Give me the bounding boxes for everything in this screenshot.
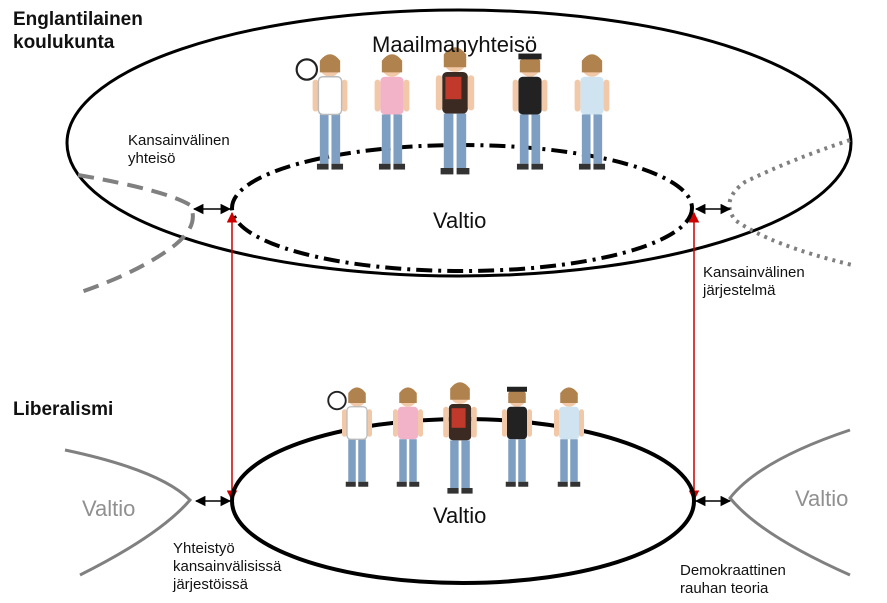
state-label-top: Valtio: [433, 208, 487, 233]
liberalism-title: Liberalismi: [13, 399, 114, 420]
girl-with-ball-photo: [327, 387, 372, 487]
girl-in-skirt-photo: [554, 387, 584, 487]
international-system-dotted-curve: [727, 138, 853, 267]
english-school-title: Englantilainen koulukunta: [13, 9, 143, 53]
girl-in-pink-photo: [374, 54, 410, 170]
girl-in-black-cap-photo: [512, 53, 548, 170]
state-label-left: Valtio: [82, 496, 136, 521]
international-system-label: Kansainvälinen järjestelmä: [703, 264, 805, 299]
girl-in-black-cap-photo: [502, 386, 532, 487]
girl-with-books-photo: [443, 382, 477, 494]
cooperation-label: Yhteistyö kansainvälisissä järjestöissä: [173, 540, 282, 593]
state-label-right: Valtio: [795, 486, 849, 511]
state-label-bottom: Valtio: [433, 503, 487, 528]
left-state-grey-curve: [64, 448, 193, 577]
world-society-ellipse: [65, 8, 853, 278]
girl-with-books-photo: [435, 47, 475, 175]
girl-with-ball-photo: [295, 54, 348, 170]
democratic-peace-label: Demokraattinen rauhan teoria: [680, 562, 786, 597]
international-society-dashed-curve: [77, 173, 195, 295]
international-society-label: Kansainvälinen yhteisö: [128, 132, 230, 167]
girls-photo-top: [295, 47, 610, 175]
girl-in-pink-photo: [393, 387, 423, 487]
world-society-label: Maailmanyhteisö: [372, 32, 538, 57]
girl-in-skirt-photo: [574, 54, 610, 170]
girls-photo-bottom: [327, 382, 584, 494]
